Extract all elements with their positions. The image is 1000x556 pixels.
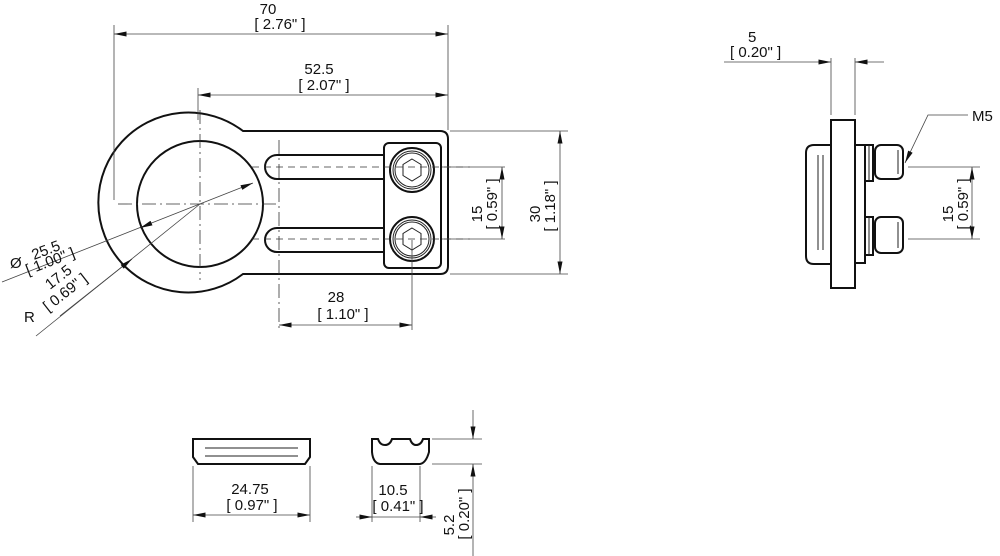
dim-slot-length-in: [ 2.07" ]	[298, 77, 349, 94]
side-plate	[830, 119, 856, 289]
dim-overall-width-in: [ 2.76" ]	[254, 16, 305, 33]
dim-center-to-screw-mm: 28	[328, 289, 345, 306]
clamp-block-profile	[371, 438, 430, 465]
leader-thread	[904, 114, 968, 164]
side-view: 5 [ 0.20" ] M5 15 [ 0.59" ]	[724, 29, 993, 289]
dim-screw-spacing-mm: 15	[469, 206, 486, 223]
dim-thickness-mm: 5	[748, 29, 756, 46]
hex-socket-icon	[402, 158, 422, 182]
dim-center-to-screw-in: [ 1.10" ]	[317, 306, 368, 323]
thread-label: M5	[972, 108, 993, 125]
clamp-block-top-view: 24.75 [ 0.97" ]	[192, 438, 311, 522]
dim-block-length-in: [ 0.97" ]	[226, 497, 277, 514]
dim-block-length-mm: 24.75	[231, 481, 269, 498]
dim-side-screw-spacing-in: [ 0.59" ]	[955, 178, 972, 229]
clamp-block-end-view: 10.5 [ 0.41" ] 5.2 [ 0.20" ]	[356, 410, 482, 556]
dim-slot-length-mm: 52.5	[304, 61, 333, 78]
front-view: 70 [ 2.76" ] 52.5 [ 2.07" ] 28 [ 1.10" ]…	[1, 1, 568, 337]
cap-screw-upper	[389, 147, 435, 193]
dim-overall-width-mm: 70	[260, 1, 277, 18]
radius-prefix: R	[24, 309, 35, 326]
side-clamp-block	[805, 144, 831, 265]
dim-block-width-in: [ 0.41" ]	[372, 498, 423, 515]
dim-block-width-mm: 10.5	[378, 482, 407, 499]
side-screw-upper	[864, 144, 904, 182]
leader-bore-diameter	[1, 182, 254, 283]
side-clamp-plate	[854, 144, 866, 264]
dim-overall-height-in: [ 1.18" ]	[542, 180, 559, 231]
diameter-symbol: Ø	[10, 255, 22, 272]
dim-overall-height-mm: 30	[527, 206, 544, 223]
clamp-block-outline	[192, 438, 311, 465]
clamp-plate	[383, 142, 442, 269]
dim-block-height-mm: 5.2	[441, 515, 458, 536]
bracket-outline	[97, 111, 449, 294]
dim-block-height-in: [ 0.20" ]	[456, 488, 473, 539]
side-screw-lower	[864, 216, 904, 256]
dim-thickness-in: [ 0.20" ]	[730, 44, 781, 61]
slot-lower	[264, 227, 384, 253]
dim-side-screw-spacing-mm: 15	[940, 206, 957, 223]
dim-screw-spacing-in: [ 0.59" ]	[484, 178, 501, 229]
